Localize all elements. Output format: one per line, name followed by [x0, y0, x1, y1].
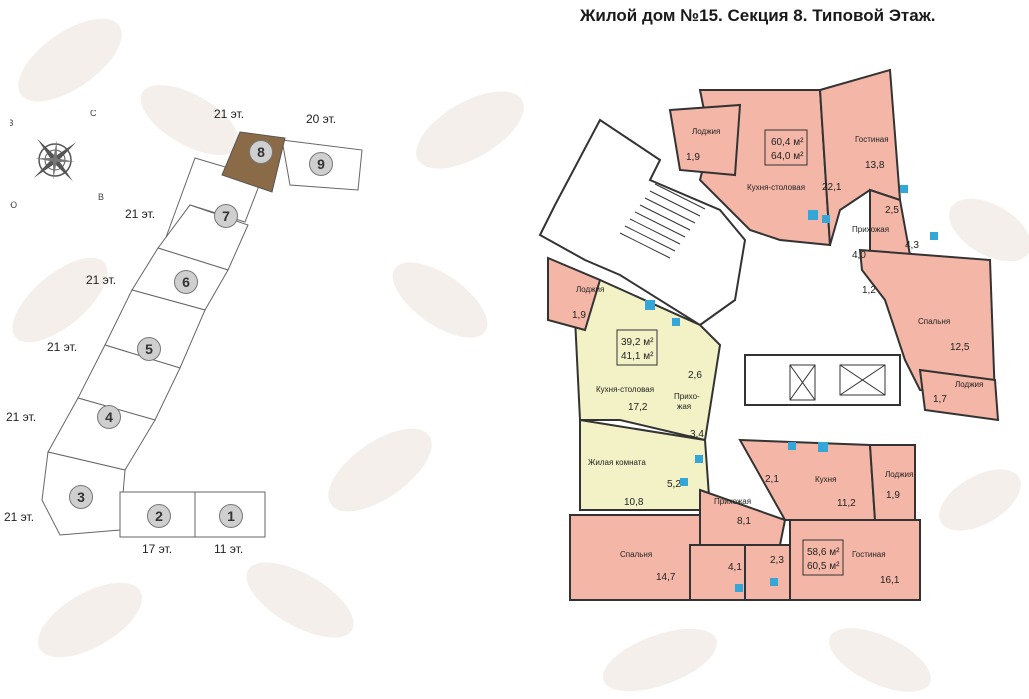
elevator-block [744, 354, 901, 406]
floors-label-2: 17 эт. [142, 542, 173, 556]
compass-west: З [10, 118, 13, 128]
section-marker-4[interactable]: 4 [97, 405, 121, 429]
room-name-bedroom-top: Спальня [918, 317, 950, 326]
room-name-loggia-bottom: Лоджия [885, 470, 913, 479]
room-area-hall-bottom: 8,1 [737, 516, 751, 527]
compass-north: С [90, 110, 97, 118]
room-name-living-left: Жилая комната [588, 458, 646, 467]
page-title: Жилой дом №15. Секция 8. Типовой Этаж. [580, 6, 936, 25]
room-area-living-bottom: 16,1 [880, 575, 900, 586]
floors-label-3: 21 эт. [4, 510, 35, 524]
floors-label-4: 21 эт. [6, 410, 37, 424]
room-area-bath2-bottom: 4,1 [728, 562, 742, 573]
room-area-bedroom-top: 12,5 [950, 342, 970, 353]
loggia-top [668, 103, 742, 177]
apt-bottom-area-2: 60,5 м² [807, 561, 840, 572]
section-marker-6[interactable]: 6 [174, 270, 198, 294]
section-marker-5[interactable]: 5 [137, 337, 161, 361]
room-name-hall-left-1: Прихо- [674, 392, 700, 401]
room-name-kitchen-left: Кухня-столовая [596, 385, 654, 394]
stair-core [538, 118, 747, 327]
room-area-closet-top: 1,2 [862, 285, 876, 296]
room-area-bath-left: 2,6 [688, 370, 702, 381]
room-area-living-top: 13,8 [865, 160, 885, 171]
room-area-loggia-left: 1,9 [572, 310, 586, 321]
apt-left-area-2: 41,1 м² [621, 351, 654, 362]
floors-label-9: 20 эт. [306, 112, 337, 126]
room-area-kitchen-top: 22,1 [822, 182, 842, 193]
room-area-bedroom-bottom: 14,7 [656, 572, 676, 583]
room-area-loggia2-top: 1,7 [933, 394, 947, 405]
room-area-hall-left: 3,4 [690, 429, 704, 440]
room-area-bath-top: 2,5 [885, 205, 899, 216]
section-marker-2[interactable]: 2 [147, 504, 171, 528]
apartment-left[interactable] [573, 278, 722, 511]
section-marker-7[interactable]: 7 [214, 204, 238, 228]
room-area-loggia-top: 1,9 [686, 152, 700, 163]
section-marker-3[interactable]: 3 [69, 485, 93, 509]
room-area-bath2-left: 5,2 [667, 479, 681, 490]
room-name-kitchen-top: Кухня-столовая [747, 183, 805, 192]
room-area-loggia-bottom: 1,9 [886, 490, 900, 501]
apt-top-area-1: 60,4 м² [771, 137, 804, 148]
compass-east: В [98, 192, 104, 202]
room-name-kitchen-bottom: Кухня [815, 475, 836, 484]
floors-label-8: 21 эт. [214, 107, 245, 121]
apt-bottom-area-1: 58,6 м² [807, 547, 840, 558]
loggia-left [547, 256, 602, 332]
apartment-top[interactable] [698, 68, 1000, 422]
site-plan [41, 131, 363, 538]
room-name-loggia-top: Лоджия [692, 127, 720, 136]
room-area-kitchen-bottom: 11,2 [837, 498, 856, 509]
room-area-hall-top: 4,0 [852, 250, 866, 261]
room-name-living-bottom: Гостиная [852, 550, 886, 559]
floors-label-1: 11 эт. [214, 542, 244, 556]
room-area-living-left: 10,8 [624, 497, 644, 508]
room-name-loggia2-top: Лоджия [955, 380, 983, 389]
section-marker-9[interactable]: 9 [309, 152, 333, 176]
apt-top-area-2: 64,0 м² [771, 151, 804, 162]
plumbing-icons [645, 185, 938, 592]
floors-label-6: 21 эт. [86, 273, 117, 287]
room-area-bath2-top: 4,3 [905, 240, 919, 251]
apt-left-area-1: 39,2 м² [621, 337, 654, 348]
elevator-icons [789, 364, 886, 401]
compass-south: Ю [10, 200, 17, 210]
room-area-kitchen-left: 17,2 [628, 402, 648, 413]
compass-icon: С З Ю В [10, 110, 104, 210]
room-name-hall-top: Прихожая [852, 225, 889, 234]
room-name-loggia-left: Лоджия [576, 285, 604, 294]
room-name-hall-bottom: Прихожая [714, 497, 751, 506]
room-name-bedroom-bottom: Спальня [620, 550, 652, 559]
room-name-living-top: Гостиная [855, 135, 889, 144]
section-marker-1[interactable]: 1 [219, 504, 243, 528]
floors-label-5: 21 эт. [47, 340, 78, 354]
room-name-hall-left-2: жая [677, 402, 691, 411]
section-marker-8[interactable]: 8 [249, 140, 273, 164]
floors-label-7: 21 эт. [125, 207, 156, 221]
staircase-icon [619, 183, 706, 259]
room-area-bath-bottom: 2,1 [765, 474, 779, 485]
room-area-wc-bottom: 2,3 [770, 555, 784, 566]
